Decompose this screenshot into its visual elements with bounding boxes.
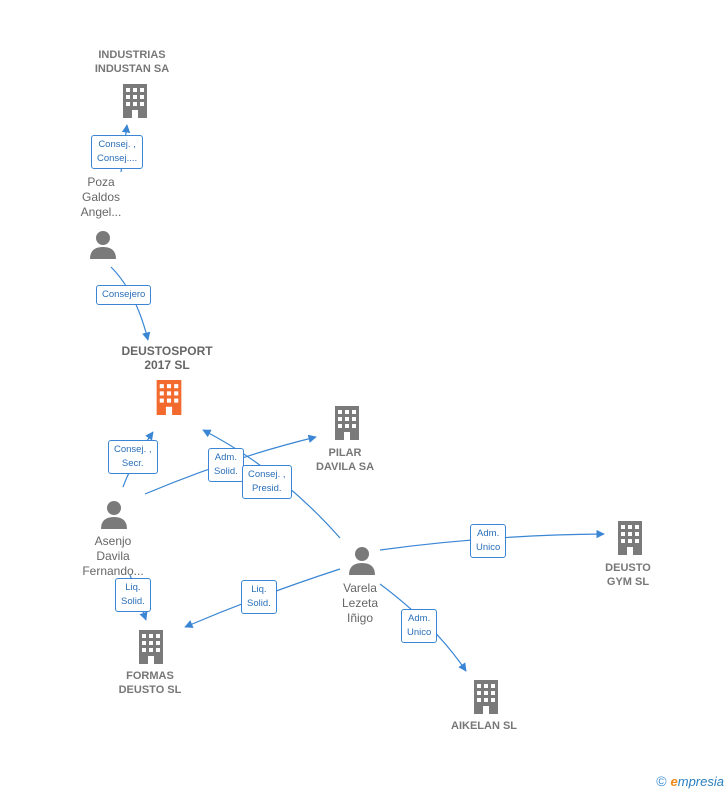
building-aikelan-icon[interactable]: [472, 680, 500, 714]
relation-label-asenjo-deustosport[interactable]: Consej. , Secr.: [108, 440, 158, 474]
building-deustosport-icon[interactable]: [154, 380, 184, 415]
node-label-deustogym[interactable]: DEUSTO GYM SL: [593, 561, 663, 589]
node-label-industrias[interactable]: INDUSTRIAS INDUSTAN SA: [82, 48, 182, 76]
rel-line: Adm.: [214, 452, 237, 463]
node-label-aikelan[interactable]: AIKELAN SL: [439, 719, 529, 733]
node-label-poza[interactable]: Poza Galdos Angel...: [70, 175, 132, 220]
label-line: DAVILA SA: [315, 461, 375, 473]
brand-initial: e: [670, 774, 678, 789]
rel-line: Unico: [476, 542, 501, 553]
rel-line: Solid.: [214, 466, 238, 477]
brand-name: mpresia: [677, 774, 724, 789]
rel-line: Consej. ,: [98, 139, 136, 150]
rel-line: Secr.: [121, 458, 144, 469]
label-line: Asenjo: [94, 534, 132, 548]
node-label-varela[interactable]: Varela Lezeta Iñigo: [325, 581, 395, 626]
label-line: 2017 SL: [144, 358, 190, 372]
copyright-icon: ©: [656, 773, 667, 789]
label-line: Fernando...: [82, 564, 144, 578]
relation-label-poza-industrias[interactable]: Consej. , Consej....: [91, 135, 144, 169]
relation-label-asenjo-formas[interactable]: Liq. Solid.: [115, 578, 151, 612]
label-line: Angel...: [80, 205, 122, 219]
node-label-deustosport[interactable]: DEUSTOSPORT 2017 SL: [112, 344, 222, 372]
node-label-formas[interactable]: FORMAS DEUSTO SL: [105, 669, 195, 697]
label-line: DEUSTO SL: [118, 684, 182, 696]
label-line: DEUSTOSPORT: [121, 344, 213, 358]
rel-line: Liq.: [251, 584, 267, 595]
label-line: PILAR: [328, 447, 362, 459]
rel-line: Presid.: [251, 483, 282, 494]
rel-line: Consejero: [102, 289, 146, 300]
rel-line: Consej. ,: [114, 444, 152, 455]
rel-line: Consej....: [97, 153, 138, 164]
label-line: DEUSTO: [605, 562, 651, 574]
node-label-pilar[interactable]: PILAR DAVILA SA: [305, 446, 385, 474]
label-line: Iñigo: [346, 611, 374, 625]
building-formas-icon[interactable]: [137, 630, 165, 664]
rel-line: Adm.: [477, 528, 500, 539]
relation-label-asenjo-pilar[interactable]: Adm. Solid.: [208, 448, 244, 482]
rel-line: Solid.: [247, 598, 271, 609]
relation-label-varela-formas[interactable]: Liq. Solid.: [241, 580, 277, 614]
label-line: Galdos: [81, 190, 121, 204]
rel-line: Liq.: [125, 582, 141, 593]
label-line: Varela: [343, 581, 377, 595]
label-line: AIKELAN SL: [451, 720, 517, 732]
person-poza-icon[interactable]: [89, 229, 117, 259]
rel-line: Solid.: [121, 596, 145, 607]
company-building-icon[interactable]: [121, 84, 149, 118]
relation-label-poza-deustosport[interactable]: Consejero: [96, 285, 152, 305]
node-label-asenjo[interactable]: Asenjo Davila Fernando...: [72, 534, 154, 579]
building-pilar-icon[interactable]: [333, 406, 361, 440]
label-line: GYM SL: [606, 576, 650, 588]
person-asenjo-icon[interactable]: [100, 499, 128, 529]
relation-label-varela-aikelan[interactable]: Adm. Unico: [401, 609, 438, 643]
relation-label-varela-deustogym[interactable]: Adm. Unico: [470, 524, 507, 558]
rel-line: Unico: [407, 627, 432, 638]
label-line: Poza: [87, 175, 115, 189]
label-line: Davila: [96, 549, 130, 563]
label-line: INDUSTRIAS: [98, 49, 166, 61]
rel-line: Consej. ,: [248, 469, 286, 480]
label-line: Lezeta: [341, 596, 379, 610]
building-deustogym-icon[interactable]: [616, 521, 644, 555]
relation-label-varela-deustosport[interactable]: Consej. , Presid.: [242, 465, 292, 499]
label-line: FORMAS: [126, 670, 174, 682]
label-line: INDUSTAN SA: [94, 63, 170, 75]
rel-line: Adm.: [408, 613, 431, 624]
person-varela-icon[interactable]: [348, 545, 376, 575]
empresia-logo[interactable]: ©empresia: [656, 773, 724, 789]
